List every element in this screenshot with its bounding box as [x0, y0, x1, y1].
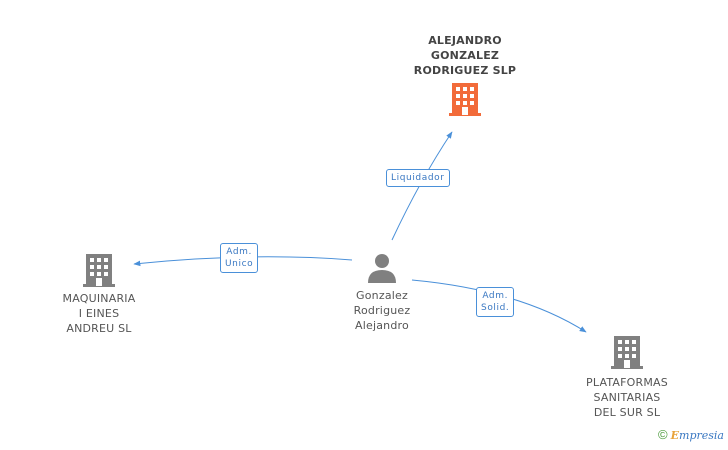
empresia-credit: ©Empresia	[658, 427, 724, 442]
brand-letter: E	[670, 429, 680, 442]
node-plataformas-sanitarias-del-sur-sl[interactable]: PLATAFORMAS SANITARIAS DEL SUR SL	[572, 334, 682, 420]
edge-label-adm-solid[interactable]: Adm. Solid.	[476, 287, 515, 317]
building-icon	[611, 336, 643, 369]
node-person-gonzalez-rodriguez-alejandro[interactable]: Gonzalez Rodriguez Alejandro	[332, 252, 432, 333]
node-alejandro-gonzalez-rodriguez-slp[interactable]: ALEJANDRO GONZALEZ RODRIGUEZ SLP	[400, 33, 530, 117]
person-icon	[368, 254, 396, 283]
copyright-symbol: ©	[658, 427, 668, 442]
node-label: MAQUINARIA I EINES ANDREU SL	[62, 292, 136, 335]
node-label: ALEJANDRO GONZALEZ RODRIGUEZ SLP	[413, 34, 517, 77]
empresia-logo: Empresia	[671, 429, 724, 442]
building-icon	[449, 83, 481, 116]
node-maquinaria-i-eines-andreu-sl[interactable]: MAQUINARIA I EINES ANDREU SL	[44, 252, 154, 336]
node-label: Gonzalez Rodriguez Alejandro	[353, 289, 411, 332]
building-icon	[83, 254, 115, 287]
edge-label-liquidador[interactable]: Liquidador	[386, 169, 450, 187]
node-label: PLATAFORMAS SANITARIAS DEL SUR SL	[586, 376, 668, 419]
brand-name: mpresia	[679, 429, 724, 442]
edge-label-adm-unico[interactable]: Adm. Unico	[220, 243, 259, 273]
